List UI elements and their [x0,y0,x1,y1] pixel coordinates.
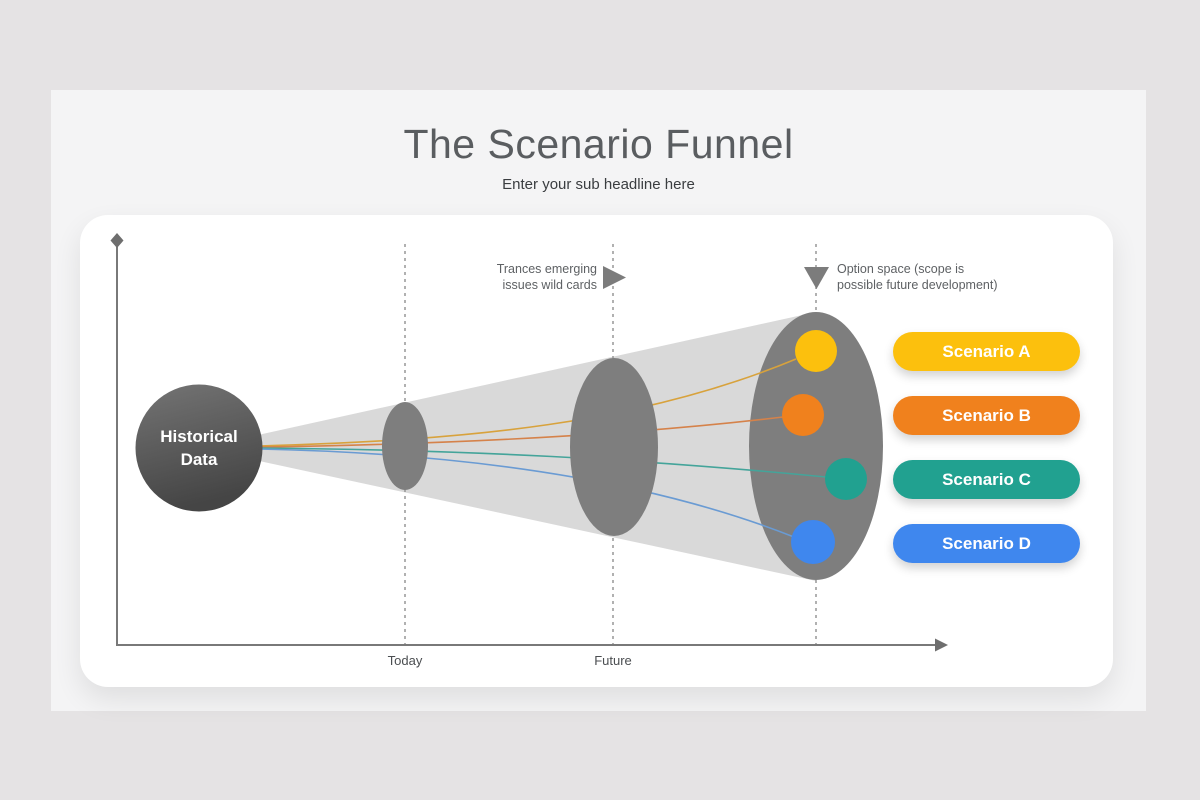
today-ellipse [382,402,428,490]
axis-label-today: Today [387,653,423,668]
arrow-right-icon [603,266,626,289]
scenario-b-pill[interactable]: Scenario B [893,396,1080,435]
historical-data-label-line1: Historical [160,427,238,446]
annotation-option-space-line2: possible future development) [837,277,998,292]
y-axis-arrow-icon [110,233,124,248]
historical-data-label-line2: Data [180,450,218,469]
annotation-option-space-line1: Option space (scope is [837,262,965,276]
scenario-d-pill[interactable]: Scenario D [893,524,1080,563]
scenario-c-dot [825,458,867,500]
scenario-a-pill[interactable]: Scenario A [893,332,1080,371]
annotation-trends: Trances emerging issues wild cards [455,262,597,293]
scenario-c-pill[interactable]: Scenario C [893,460,1080,499]
scenario-a-dot [795,330,837,372]
historical-data-circle [135,384,263,512]
scenario-b-line [258,416,784,448]
arrow-down-icon [804,267,829,289]
annotation-trends-line2: issues wild cards [502,277,597,292]
funnel-cone [199,312,816,581]
scenario-d-dot [791,520,835,564]
scenario-d-line [258,448,795,538]
historical-data-label: Historical Data [139,425,259,471]
scenario-a-line [258,358,797,447]
option-space-ellipse [749,312,883,580]
page-subtitle: Enter your sub headline here [502,176,695,193]
annotation-option-space: Option space (scope is possible future d… [837,262,1047,293]
annotation-trends-line1: Trances emerging [496,262,597,276]
axis-label-future: Future [594,653,632,668]
page-title: The Scenario Funnel [403,121,794,167]
scenario-b-dot [782,394,824,436]
x-axis-arrow-icon [935,638,948,652]
future-ellipse [570,358,658,536]
scenario-c-line [258,447,827,478]
